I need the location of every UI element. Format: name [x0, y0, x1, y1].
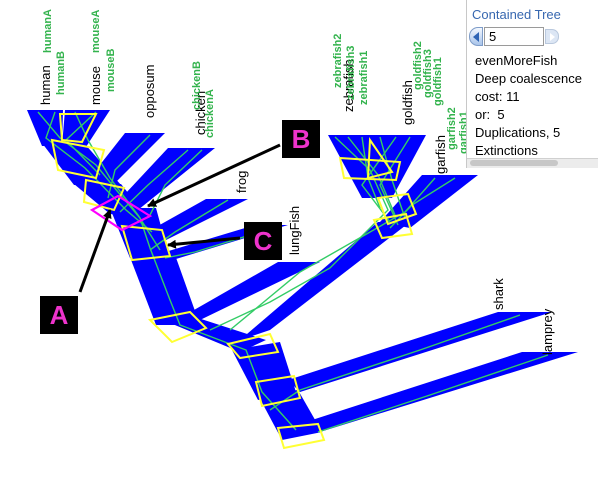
node-box	[58, 113, 98, 144]
gene-lineage	[317, 354, 549, 433]
info-line: Extinctions	[475, 143, 538, 158]
gene-lineage	[361, 136, 397, 223]
gene-label: garfish2	[446, 107, 458, 150]
callout-letter: B	[292, 124, 311, 154]
branch-gnathostomata	[232, 342, 296, 400]
species-label: human	[38, 65, 53, 105]
gene-lineage	[229, 177, 436, 331]
node-box	[254, 374, 302, 408]
gene-lineage	[269, 314, 521, 411]
coalescence-boxes	[50, 113, 418, 450]
gene-label: goldfish1	[432, 57, 444, 106]
info-line: Deep coalescence	[475, 71, 582, 86]
gene-label: humanA	[42, 9, 54, 53]
branch-human	[27, 110, 63, 146]
gene-lineage	[45, 111, 153, 233]
gene-lineage	[379, 136, 411, 226]
callouts: A B C	[40, 120, 320, 334]
callout-arrow	[78, 209, 112, 293]
info-line: or: 5	[475, 107, 505, 122]
node-box	[82, 178, 126, 212]
gene-tree-lines	[37, 111, 549, 433]
species-label: shark	[491, 278, 506, 310]
gene-label: zebrafish2	[332, 34, 344, 88]
panel-scrollbar[interactable]	[467, 158, 598, 168]
callout-a: A	[40, 296, 78, 334]
gene-lineage	[74, 111, 161, 251]
branch-shark	[288, 312, 552, 392]
callout-b: B	[282, 120, 320, 158]
node-box	[376, 192, 418, 226]
tree-number-field[interactable]: 5	[484, 27, 544, 46]
gene-label: zebrafish1	[358, 51, 370, 105]
species-label: lungFish	[287, 206, 302, 255]
info-line: Duplications, 5	[475, 125, 561, 140]
node-box	[276, 422, 326, 450]
callout-box	[40, 296, 78, 334]
callout-letter: A	[50, 300, 69, 330]
gene-label: goldfish2	[412, 41, 424, 90]
species-label: frog	[234, 171, 249, 193]
callout-letter: C	[254, 226, 273, 256]
node-box	[147, 310, 208, 344]
node-box	[338, 156, 402, 182]
species-label: garfish	[433, 135, 448, 174]
species-label: chicken	[193, 91, 208, 135]
scrollbar-thumb[interactable]	[470, 160, 558, 166]
tree-spinner[interactable]: 5	[469, 27, 563, 46]
highlighted-box	[89, 194, 153, 232]
gene-lineage	[149, 199, 229, 251]
branch-chicken	[110, 148, 215, 218]
info-line: evenMoreFish	[475, 53, 558, 68]
previous-tree-button[interactable]	[469, 27, 483, 46]
branch-osteichthyes	[158, 318, 266, 352]
species-label: lamprey	[540, 308, 555, 355]
gene-label: mouseB	[105, 49, 117, 92]
gene-label: chickenB	[191, 61, 203, 110]
gene-lineage	[107, 134, 151, 199]
branch-actinopterygii	[240, 222, 410, 340]
next-tree-button[interactable]	[545, 29, 559, 44]
branch-tetrapoda	[110, 208, 168, 258]
callout-arrow	[167, 236, 241, 249]
gene-lineage	[37, 111, 297, 431]
species-label: goldfish	[400, 80, 415, 125]
panel-title: Contained Tree	[472, 7, 561, 22]
callout-c: C	[244, 222, 282, 260]
species-label: mouse	[88, 66, 103, 105]
branch-hsa-mma	[42, 143, 121, 185]
gene-label: humanB	[55, 51, 67, 95]
node-box	[50, 138, 106, 180]
gene-label: goldfish3	[422, 49, 434, 98]
gene-label: zebrafish3	[345, 46, 357, 100]
branch-sarcopterygii	[128, 252, 200, 325]
species-label: zebrafish	[341, 59, 356, 112]
node-box	[226, 332, 280, 360]
branch-mouse	[62, 110, 110, 150]
species-label: opposum	[142, 65, 157, 118]
branch-neopterygii	[180, 262, 320, 320]
info-line: cost: 11	[475, 89, 520, 104]
callout-box	[282, 120, 320, 158]
callout-arrow	[147, 143, 281, 208]
callout-box	[244, 222, 282, 260]
node-box	[120, 224, 172, 262]
node-box	[372, 212, 414, 240]
species-labels: human mouse opposum chicken frog lungFish zebr…	[38, 59, 555, 355]
gene-label: mouseA	[90, 10, 102, 53]
gene-label: chickenA	[204, 89, 216, 138]
